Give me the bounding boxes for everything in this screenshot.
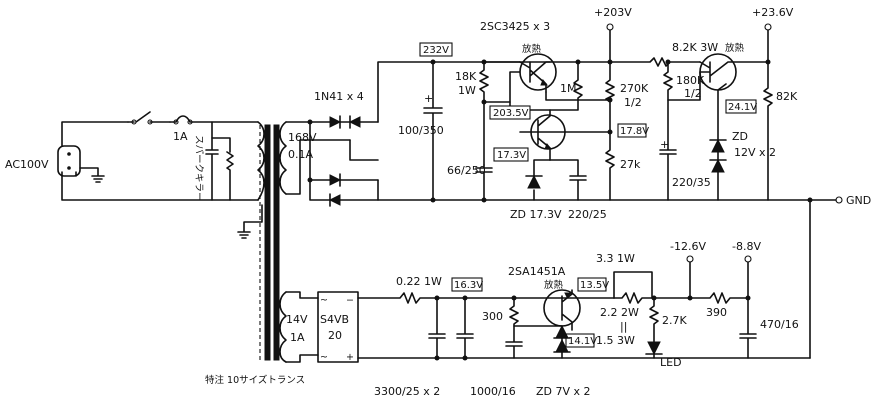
svg-text:+: +: [346, 352, 354, 363]
heatsink-label-1: 放熱: [522, 43, 542, 55]
fuse: [169, 115, 259, 123]
pass-transistor-icon: [519, 53, 557, 91]
r-82k-label: 82K: [776, 90, 798, 103]
svg-text:−: −: [346, 295, 354, 306]
cap-220-25-label: 220/25: [568, 208, 607, 221]
heatsink-label-3: 放熱: [544, 279, 564, 291]
outlet-icon: [57, 145, 81, 177]
parallel-mark: ||: [620, 320, 627, 333]
r-82k3w-label: 8.2K 3W: [672, 41, 718, 54]
r-390-label: 390: [706, 306, 727, 319]
svg-text:+: +: [424, 92, 433, 105]
ac-input: AC100V 1A スパークキラー: [5, 111, 259, 202]
r-27k-led-label: 2.7K: [662, 314, 687, 327]
measured-v232: 232V: [423, 45, 449, 56]
cap-66-label: 66/250: [447, 164, 486, 177]
lower-supply: S4VB 20 ~ ~ − + 0.22 1W 16.3V 3300/25 x …: [285, 240, 811, 398]
ground-icon: [79, 167, 105, 183]
bridge-rect-label: S4VB: [320, 313, 349, 326]
upper-regulator: 2SC3425 x 3 放熱 18K 1W 66/250 203.5V 17.8…: [447, 6, 649, 221]
bridge-rectifier-icon: [317, 291, 359, 363]
cap-main-label: 100/350: [398, 124, 444, 137]
v-minus88: -8.8V: [732, 240, 761, 253]
measured-v163: 16.3V: [454, 280, 483, 291]
sec-lower-current: 1A: [290, 331, 305, 344]
r-18k-label: 18K: [455, 70, 477, 83]
cap-3300-label: 3300/25 x 2: [374, 385, 440, 398]
r-33-label: 3.3 1W: [596, 252, 635, 265]
zd-12-label: ZD: [732, 130, 748, 143]
r-22-label: 2.2 2W: [600, 306, 639, 319]
r-180k-watt: 1/2: [684, 87, 702, 100]
led-label: LED: [660, 356, 682, 369]
transformer: 特注 10サイズトランス 168V 0.1A 14V 1A: [205, 121, 317, 386]
upper-rectifier: 1N41 x 4 100/350 + 232V: [285, 42, 811, 207]
aux-regulator: 8.2K 3W 放熱 180K 1/2 220/35 + 24.1V ZD 12…: [609, 6, 871, 359]
zd-17-label: ZD 17.3V: [510, 208, 562, 221]
measured-v135: 13.5V: [580, 280, 609, 291]
v-plus203: +203V: [594, 6, 632, 19]
measured-v241: 24.1V: [728, 102, 757, 113]
zd-7-label: ZD 7V x 2: [536, 385, 591, 398]
v-plus236: +23.6V: [752, 6, 794, 19]
bridge-diode-icons: [328, 115, 361, 207]
r-15-label: 1.5 3W: [596, 334, 635, 347]
sec-lower-voltage: 14V: [286, 313, 308, 326]
gnd-label: GND: [846, 194, 871, 207]
fuse-label: 1A: [173, 130, 188, 143]
svg-text:~: ~: [320, 352, 328, 363]
measured-v178: 17.8V: [620, 126, 649, 137]
measured-v141: 14.1V: [568, 336, 597, 347]
r-270k-label: 270K: [620, 82, 649, 95]
r-27k-label: 27k: [620, 158, 641, 171]
transistor-bot-label: 2SA1451A: [508, 265, 566, 278]
cap-1000-label: 1000/16: [470, 385, 516, 398]
transistor-top-label: 2SC3425 x 3: [480, 20, 550, 33]
power-switch: [127, 111, 171, 123]
transformer-label: 特注 10サイズトランス: [205, 374, 305, 386]
cap-470-label: 470/16: [760, 318, 799, 331]
r-300-label: 300: [482, 310, 503, 323]
shield-ground-icon: [237, 204, 263, 239]
v-minus126: -12.6V: [670, 240, 706, 253]
r-180k-label: 180K: [676, 74, 705, 87]
measured-v173: 17.3V: [497, 150, 526, 161]
r-1m-label: 1M: [560, 82, 577, 95]
r-18k-watt: 1W: [458, 84, 476, 97]
measured-v2035: 203.5V: [493, 108, 529, 119]
sec-upper-voltage: 168V: [288, 131, 317, 144]
ac-input-label: AC100V: [5, 158, 49, 171]
svg-text:~: ~: [320, 295, 328, 306]
spark-killer-label: スパークキラー: [193, 135, 204, 202]
r-270k-watt: 1/2: [624, 96, 642, 109]
bridge-rect-num: 20: [328, 329, 342, 342]
measured-v232-box: [419, 42, 453, 57]
bridge-diodes-label: 1N41 x 4: [314, 90, 364, 103]
heatsink-label-2: 放熱: [725, 42, 745, 54]
svg-text:+: +: [660, 138, 669, 151]
r-022-label: 0.22 1W: [396, 275, 442, 288]
cap-220-35-label: 220/35: [672, 176, 711, 189]
zd-12-value: 12V x 2: [734, 146, 776, 159]
